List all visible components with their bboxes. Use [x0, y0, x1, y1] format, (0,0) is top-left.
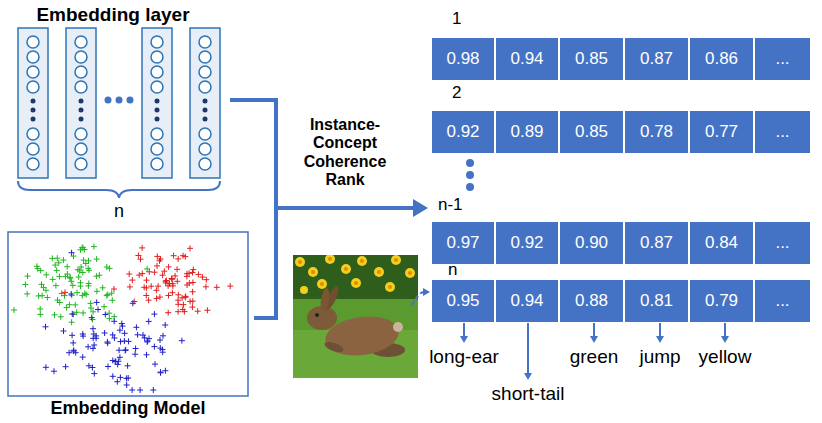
score-value: 0.97 — [446, 233, 479, 253]
score-value: 0.87 — [640, 49, 673, 69]
section-title: Embedding Model — [51, 398, 206, 419]
score-cell: 0.97 — [432, 222, 496, 264]
score-cell: 0.77 — [690, 111, 755, 153]
rabbit-photo — [293, 255, 418, 378]
scatter-points — [11, 244, 233, 393]
row-index: n-1 — [438, 196, 463, 214]
vertical-dots — [466, 159, 474, 191]
score-row: n0.950.940.880.810.79... — [432, 280, 812, 322]
score-cell: 0.85 — [560, 111, 625, 153]
concept-label: green — [570, 346, 619, 368]
score-cell: 0.95 — [432, 280, 496, 322]
merge-bracket — [230, 100, 276, 318]
score-row: 20.920.890.850.780.77... — [432, 111, 812, 153]
score-value: ... — [775, 291, 789, 311]
concept-arrow-heads — [460, 336, 729, 380]
score-cell: ... — [755, 222, 812, 264]
score-value: 0.95 — [446, 291, 479, 311]
score-value: ... — [775, 122, 789, 142]
score-cell: 0.87 — [625, 38, 690, 80]
score-value: 0.84 — [705, 233, 738, 253]
score-cell: 0.98 — [432, 38, 496, 80]
score-cell: 0.79 — [690, 280, 755, 322]
score-value: 0.90 — [575, 233, 608, 253]
layer-column — [142, 28, 172, 178]
score-value: 0.88 — [575, 291, 608, 311]
score-row: n-10.970.920.900.870.84... — [432, 222, 812, 264]
main-arrow-head — [413, 199, 428, 217]
ellipsis-dots — [105, 97, 134, 104]
score-cell: 0.90 — [560, 222, 625, 264]
score-value: 0.92 — [446, 122, 479, 142]
score-cell: 0.92 — [496, 222, 560, 264]
score-value: 0.85 — [575, 49, 608, 69]
score-cell: 0.81 — [625, 280, 690, 322]
layer-column — [66, 28, 96, 178]
score-value: 0.85 — [575, 122, 608, 142]
score-cell: 0.85 — [560, 38, 625, 80]
score-cell: 0.89 — [496, 111, 560, 153]
score-value: 0.79 — [705, 291, 738, 311]
score-cell: 0.84 — [690, 222, 755, 264]
score-value: 0.98 — [446, 49, 479, 69]
score-cell: ... — [755, 280, 812, 322]
scatter-plot-frame — [8, 232, 248, 396]
score-value: 0.87 — [640, 233, 673, 253]
main-arrow-shaft — [276, 206, 416, 210]
concept-label: long-ear — [429, 346, 499, 368]
dashed-pointer-head — [423, 288, 430, 296]
concept-label: yellow — [699, 346, 752, 368]
score-value: 0.89 — [510, 122, 543, 142]
layer-column — [18, 28, 48, 178]
score-value: 0.81 — [640, 291, 673, 311]
score-cell: 0.78 — [625, 111, 690, 153]
score-cell: 0.92 — [432, 111, 496, 153]
curly-brace — [18, 181, 220, 198]
scatter-cluster — [11, 244, 150, 326]
score-value: ... — [775, 233, 789, 253]
process-label: Instance-Concept Coherence Rank — [295, 116, 395, 190]
score-cell: ... — [755, 38, 812, 80]
dashed-pointer — [412, 292, 424, 305]
score-value: 0.92 — [510, 233, 543, 253]
score-cell: 0.94 — [496, 280, 560, 322]
score-value: 0.94 — [510, 291, 543, 311]
count-label: n — [114, 201, 124, 222]
score-cell: 0.86 — [690, 38, 755, 80]
row-index: 2 — [452, 84, 461, 102]
scatter-cluster — [62, 245, 233, 316]
score-row: 10.980.940.850.870.86... — [432, 38, 812, 80]
concept-arrows — [464, 323, 725, 374]
score-value: ... — [775, 49, 789, 69]
scatter-cluster — [43, 250, 185, 393]
score-cell: 0.94 — [496, 38, 560, 80]
concept-label: short-tail — [492, 383, 565, 405]
score-cell: 0.87 — [625, 222, 690, 264]
concept-label: jump — [639, 346, 680, 368]
row-index: n — [448, 261, 457, 279]
score-value: 0.77 — [705, 122, 738, 142]
score-cell: ... — [755, 111, 812, 153]
layer-column — [190, 28, 220, 178]
score-value: 0.78 — [640, 122, 673, 142]
score-value: 0.94 — [510, 49, 543, 69]
section-title: Embedding layer — [36, 4, 189, 26]
score-value: 0.86 — [705, 49, 738, 69]
row-index: 1 — [452, 10, 461, 28]
score-cell: 0.88 — [560, 280, 625, 322]
